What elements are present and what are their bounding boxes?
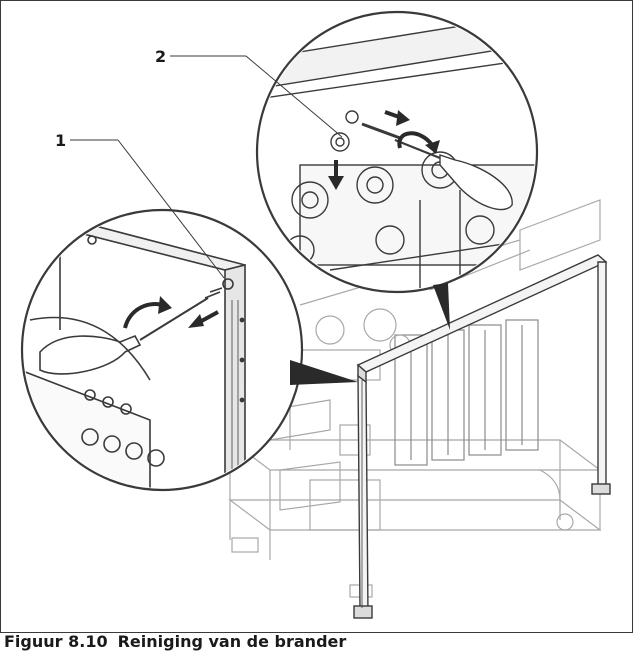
caption-text: Reiniging van de brander [117,632,347,651]
zoom-wedge-right [433,283,450,330]
detail-circle-right [255,10,539,294]
zoom-wedge-left [290,360,358,385]
caption-bar [0,633,633,655]
front-frame [353,254,611,619]
callout-label-1: 1 [55,131,66,150]
detail-circle-left [20,208,304,492]
figure-caption: Figuur 8.10 Reiniging van de brander [4,632,346,651]
burner-cleaning-illustration: 1 2 [20,10,611,619]
callout-label-2: 2 [155,47,166,66]
caption-number: Figuur 8.10 [4,632,108,651]
